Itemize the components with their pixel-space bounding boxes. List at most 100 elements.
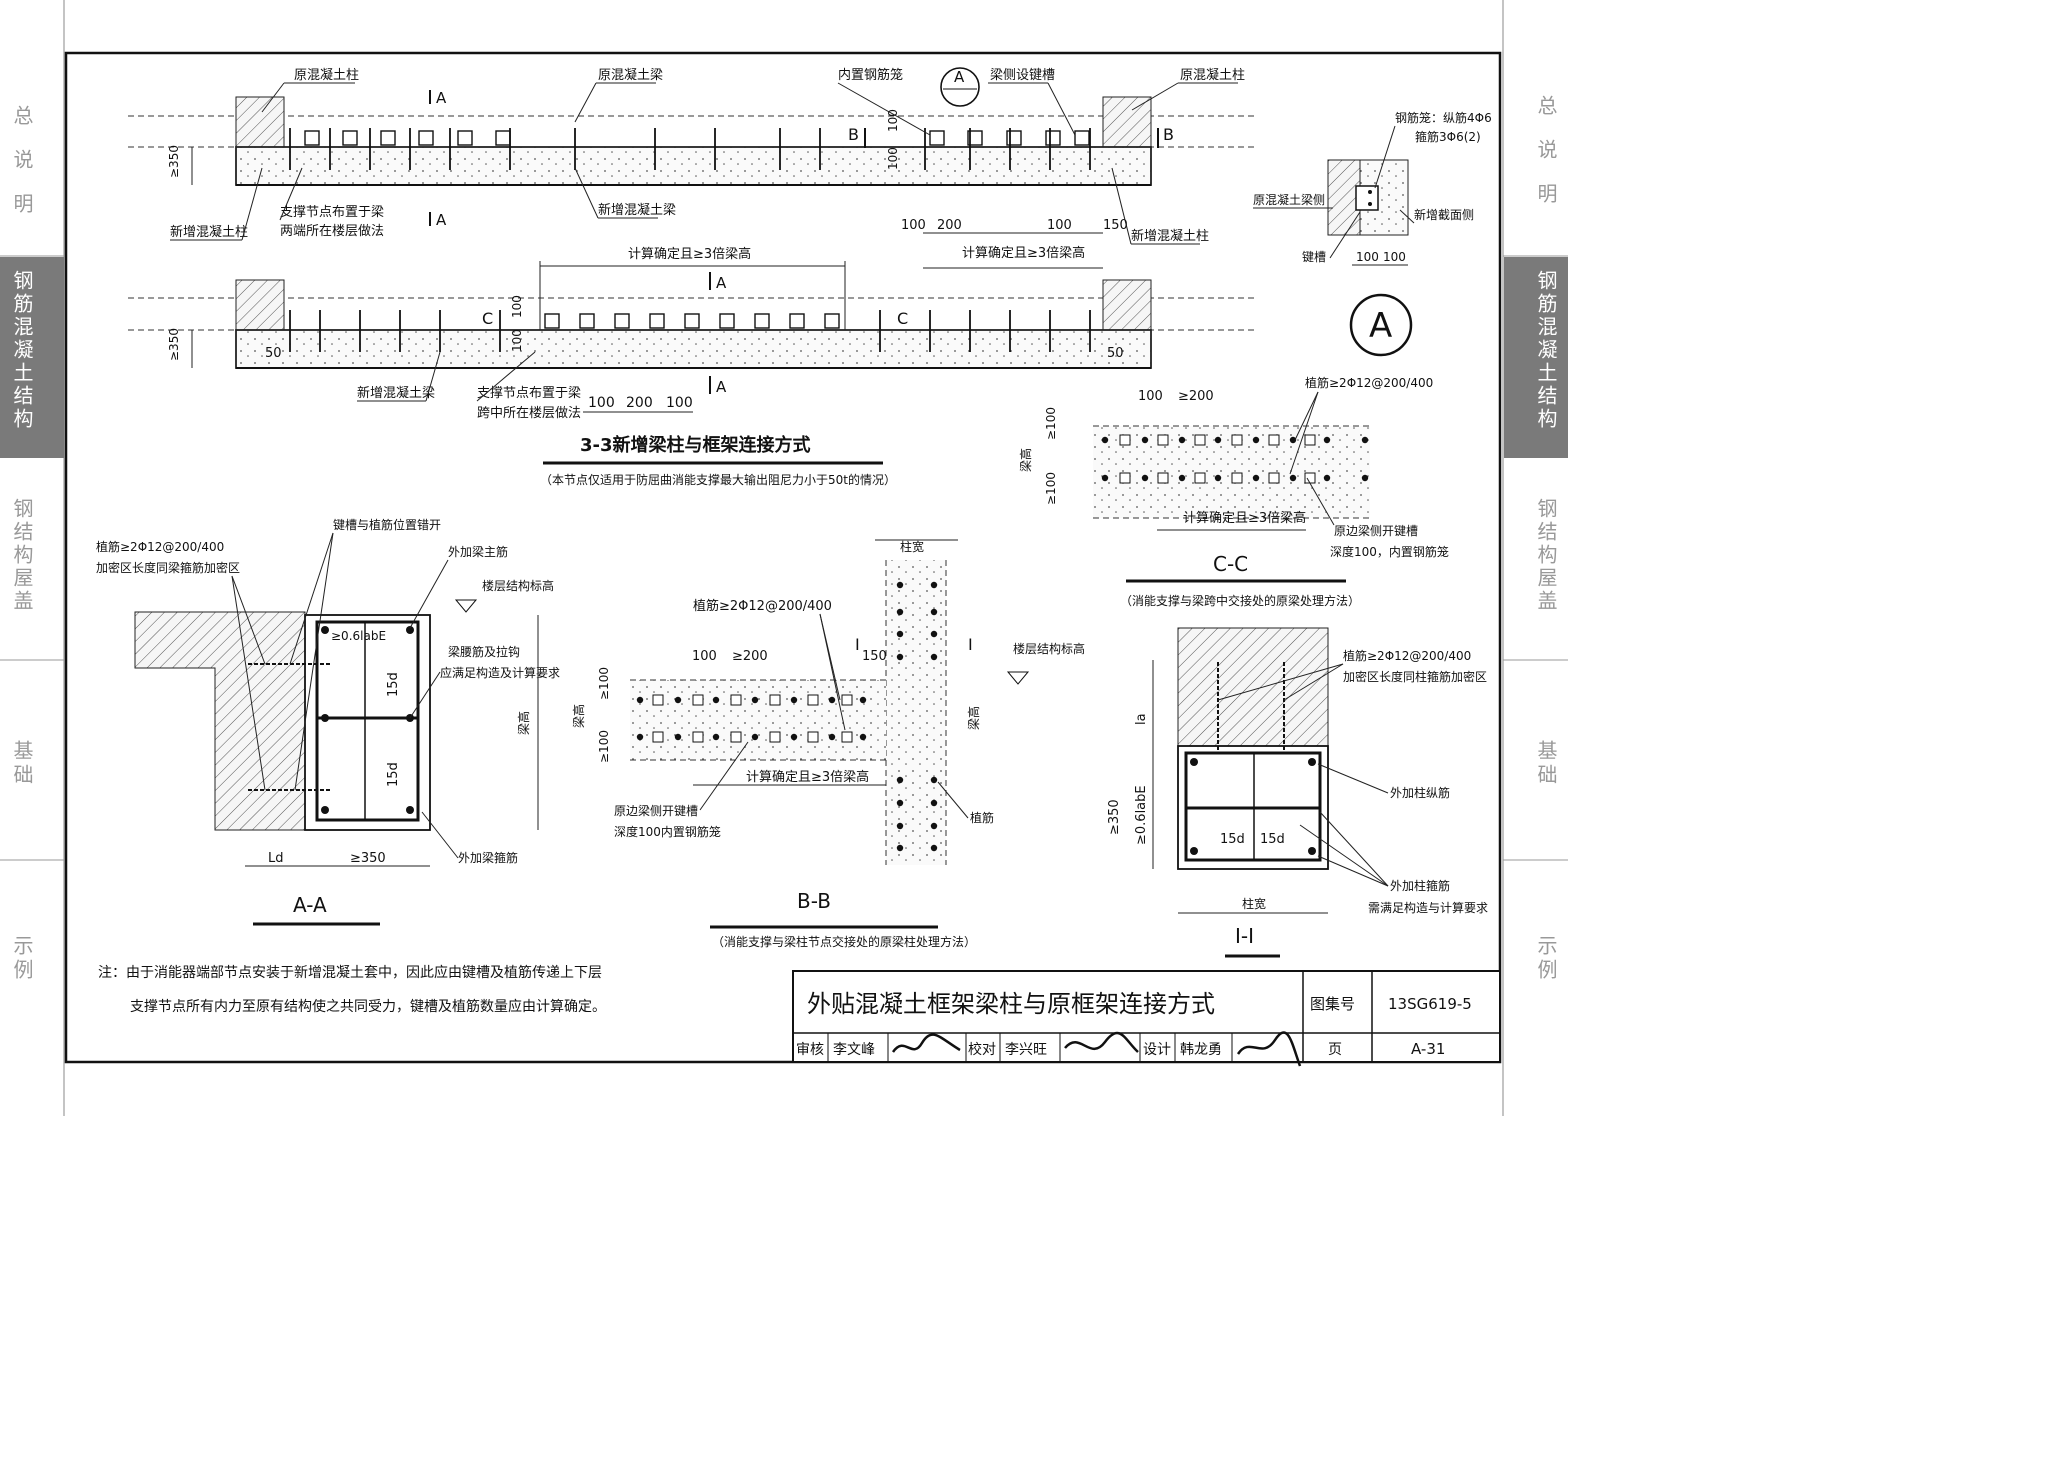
sidebar-right-item-4[interactable]: 基础 [1534, 740, 1558, 788]
anchor-bar [896, 608, 904, 616]
cage-group-bottom [289, 310, 1091, 352]
ii-title: I-I [1235, 924, 1254, 948]
anchor-bar [1361, 474, 1369, 482]
bb-groove: 原边梁侧开键槽 [614, 803, 698, 818]
anchor-bar [930, 608, 938, 616]
title-block: 外贴混凝土框架梁柱与原框架连接方式 图集号 13SG619-5 审核 李文峰 校… [792, 970, 1501, 1067]
section-cc: 100 ≥200 植筋≥2Φ12@200/400 梁高 ≥100 ≥100 计算… [1018, 375, 1449, 608]
ii-15d-right: 15d [1260, 832, 1285, 847]
cage-box [1074, 130, 1090, 146]
aa-floor: 楼层结构标高 [482, 578, 554, 593]
callout-a-bubble[interactable]: A [954, 68, 965, 86]
dim-100-b: 100 [1047, 218, 1072, 233]
section-ii: 植筋≥2Φ12@200/400 加密区长度同柱箍筋加密区 外加柱纵筋 外加柱箍筋… [1107, 627, 1488, 958]
cage-box [929, 130, 945, 146]
key-slot [1194, 434, 1206, 446]
label-key-groove: 梁侧设键槽 [990, 68, 1055, 83]
anchor-bar [930, 630, 938, 638]
sidebar-left-item-4[interactable]: 基础 [10, 740, 34, 788]
dim-350-top: ≥350 [167, 145, 181, 178]
anchor-bar [896, 799, 904, 807]
sidebar-left-item-2[interactable]: 钢筋混凝土结构 [10, 270, 34, 431]
anchor-bar [1141, 436, 1149, 444]
left-sidebar: 总说明 钢筋混凝土结构 钢结构屋盖 基础 示例 [0, 0, 65, 1116]
bb-beam-h: 梁高 [571, 704, 586, 728]
anchor-bar [1289, 474, 1297, 482]
dim-200-c: 200 [626, 395, 653, 411]
anchor-bar [751, 733, 759, 741]
aa-main-bar: 外加梁主筋 [448, 544, 508, 559]
label-support-mid-2: 跨中所在楼层做法 [477, 406, 581, 421]
key-slot [1268, 472, 1280, 484]
dim-100-d: 100 [666, 395, 693, 411]
sidebar-left-item-5[interactable]: 示例 [10, 935, 34, 983]
label-orig-beam: 原混凝土梁 [598, 67, 663, 83]
anchor-bar [1178, 474, 1186, 482]
dim-100-a: 100 [901, 218, 926, 233]
elevation-subtitle: （本节点仅适用于防屈曲消能支撑最大输出阻尼力小于50t的情况） [540, 472, 896, 487]
sidebar-right-item-5[interactable]: 示例 [1534, 935, 1558, 983]
anchor-bar [1178, 436, 1186, 444]
key-slot [807, 694, 819, 706]
bb-g100-bot: ≥100 [597, 730, 611, 763]
cc-dim-200: ≥200 [1178, 389, 1214, 404]
key-slot [1304, 472, 1316, 484]
sidebar-right-item-1[interactable]: 总说明 [1534, 95, 1558, 227]
ii-long: 外加柱纵筋 [1390, 785, 1450, 800]
label-orig-col-left: 原混凝土柱 [294, 67, 359, 83]
cage-box [1045, 130, 1061, 146]
key-slot [1157, 472, 1169, 484]
key-slot [769, 731, 781, 743]
sidebar-left-item-1[interactable]: 总说明 [10, 105, 34, 237]
cage-box [380, 130, 396, 146]
anchor-bar [859, 696, 867, 704]
reviewer-signature [891, 1033, 961, 1053]
sidebar-right-item-2[interactable]: 钢筋混凝土结构 [1534, 270, 1558, 431]
sidebar-left-item-3[interactable]: 钢结构屋盖 [10, 498, 34, 613]
anchor-bar [828, 733, 836, 741]
aa-waist-2: 应满足构造及计算要求 [440, 665, 560, 680]
anchor-bar [930, 799, 938, 807]
bb-beam-h-2: 梁高 [966, 706, 981, 730]
cage-box [684, 313, 700, 329]
anchor-bar [1252, 436, 1260, 444]
key-slot [1119, 472, 1131, 484]
cage-box [579, 313, 595, 329]
cage-box [719, 313, 735, 329]
new-beam-bottom [235, 329, 1152, 369]
anchor-bar [636, 733, 644, 741]
bb-d150: 150 [862, 649, 887, 664]
anchor-bar [859, 733, 867, 741]
ii-dense: 加密区长度同柱箍筋加密区 [1343, 669, 1487, 684]
anchor-bar [930, 653, 938, 661]
note-line-2: 支撑节点所有内力至原有结构使之共同受力，键槽及植筋数量应由计算确定。 [130, 998, 606, 1015]
ii-stirrup-2: 需满足构造与计算要求 [1368, 900, 1488, 915]
anchor-bar [1214, 436, 1222, 444]
anchor-bar [790, 696, 798, 704]
anchor-bar [896, 653, 904, 661]
bb-bar: 植筋 [970, 810, 994, 825]
aa-beam-h: 梁高 [516, 711, 531, 735]
page-no: A-31 [1411, 1040, 1445, 1058]
right-sidebar: 总说明 钢筋混凝土结构 钢结构屋盖 基础 示例 [1502, 0, 1568, 1116]
key-slot [692, 694, 704, 706]
dim-150-a: 150 [1103, 218, 1128, 233]
anchor-bar [896, 630, 904, 638]
cage-box [418, 130, 434, 146]
dim-100-vert-3: 100 [510, 329, 524, 352]
atlas-label: 图集号 [1310, 995, 1355, 1013]
anchor-bar [1101, 474, 1109, 482]
bb-d200: ≥200 [732, 649, 768, 664]
key-slot [1194, 472, 1206, 484]
anchor-bar [1323, 474, 1331, 482]
section-mark-a-top-2: A [436, 211, 447, 229]
label-new-beam-top: 新增混凝土梁 [598, 202, 676, 218]
dim-100-c: 100 [588, 395, 615, 411]
key-slot [730, 731, 742, 743]
section-aa: 植筋≥2Φ12@200/400 加密区长度同梁箍筋加密区 键槽与植筋位置错开 外… [96, 517, 560, 926]
sidebar-right-item-3[interactable]: 钢结构屋盖 [1534, 498, 1558, 613]
cc-subtitle: （消能支撑与梁跨中交接处的原梁处理方法） [1120, 593, 1360, 608]
key-slot [692, 731, 704, 743]
dim-100-vert-2: 100 [886, 109, 900, 132]
detail-a-new-face: 新增截面侧 [1414, 207, 1474, 222]
